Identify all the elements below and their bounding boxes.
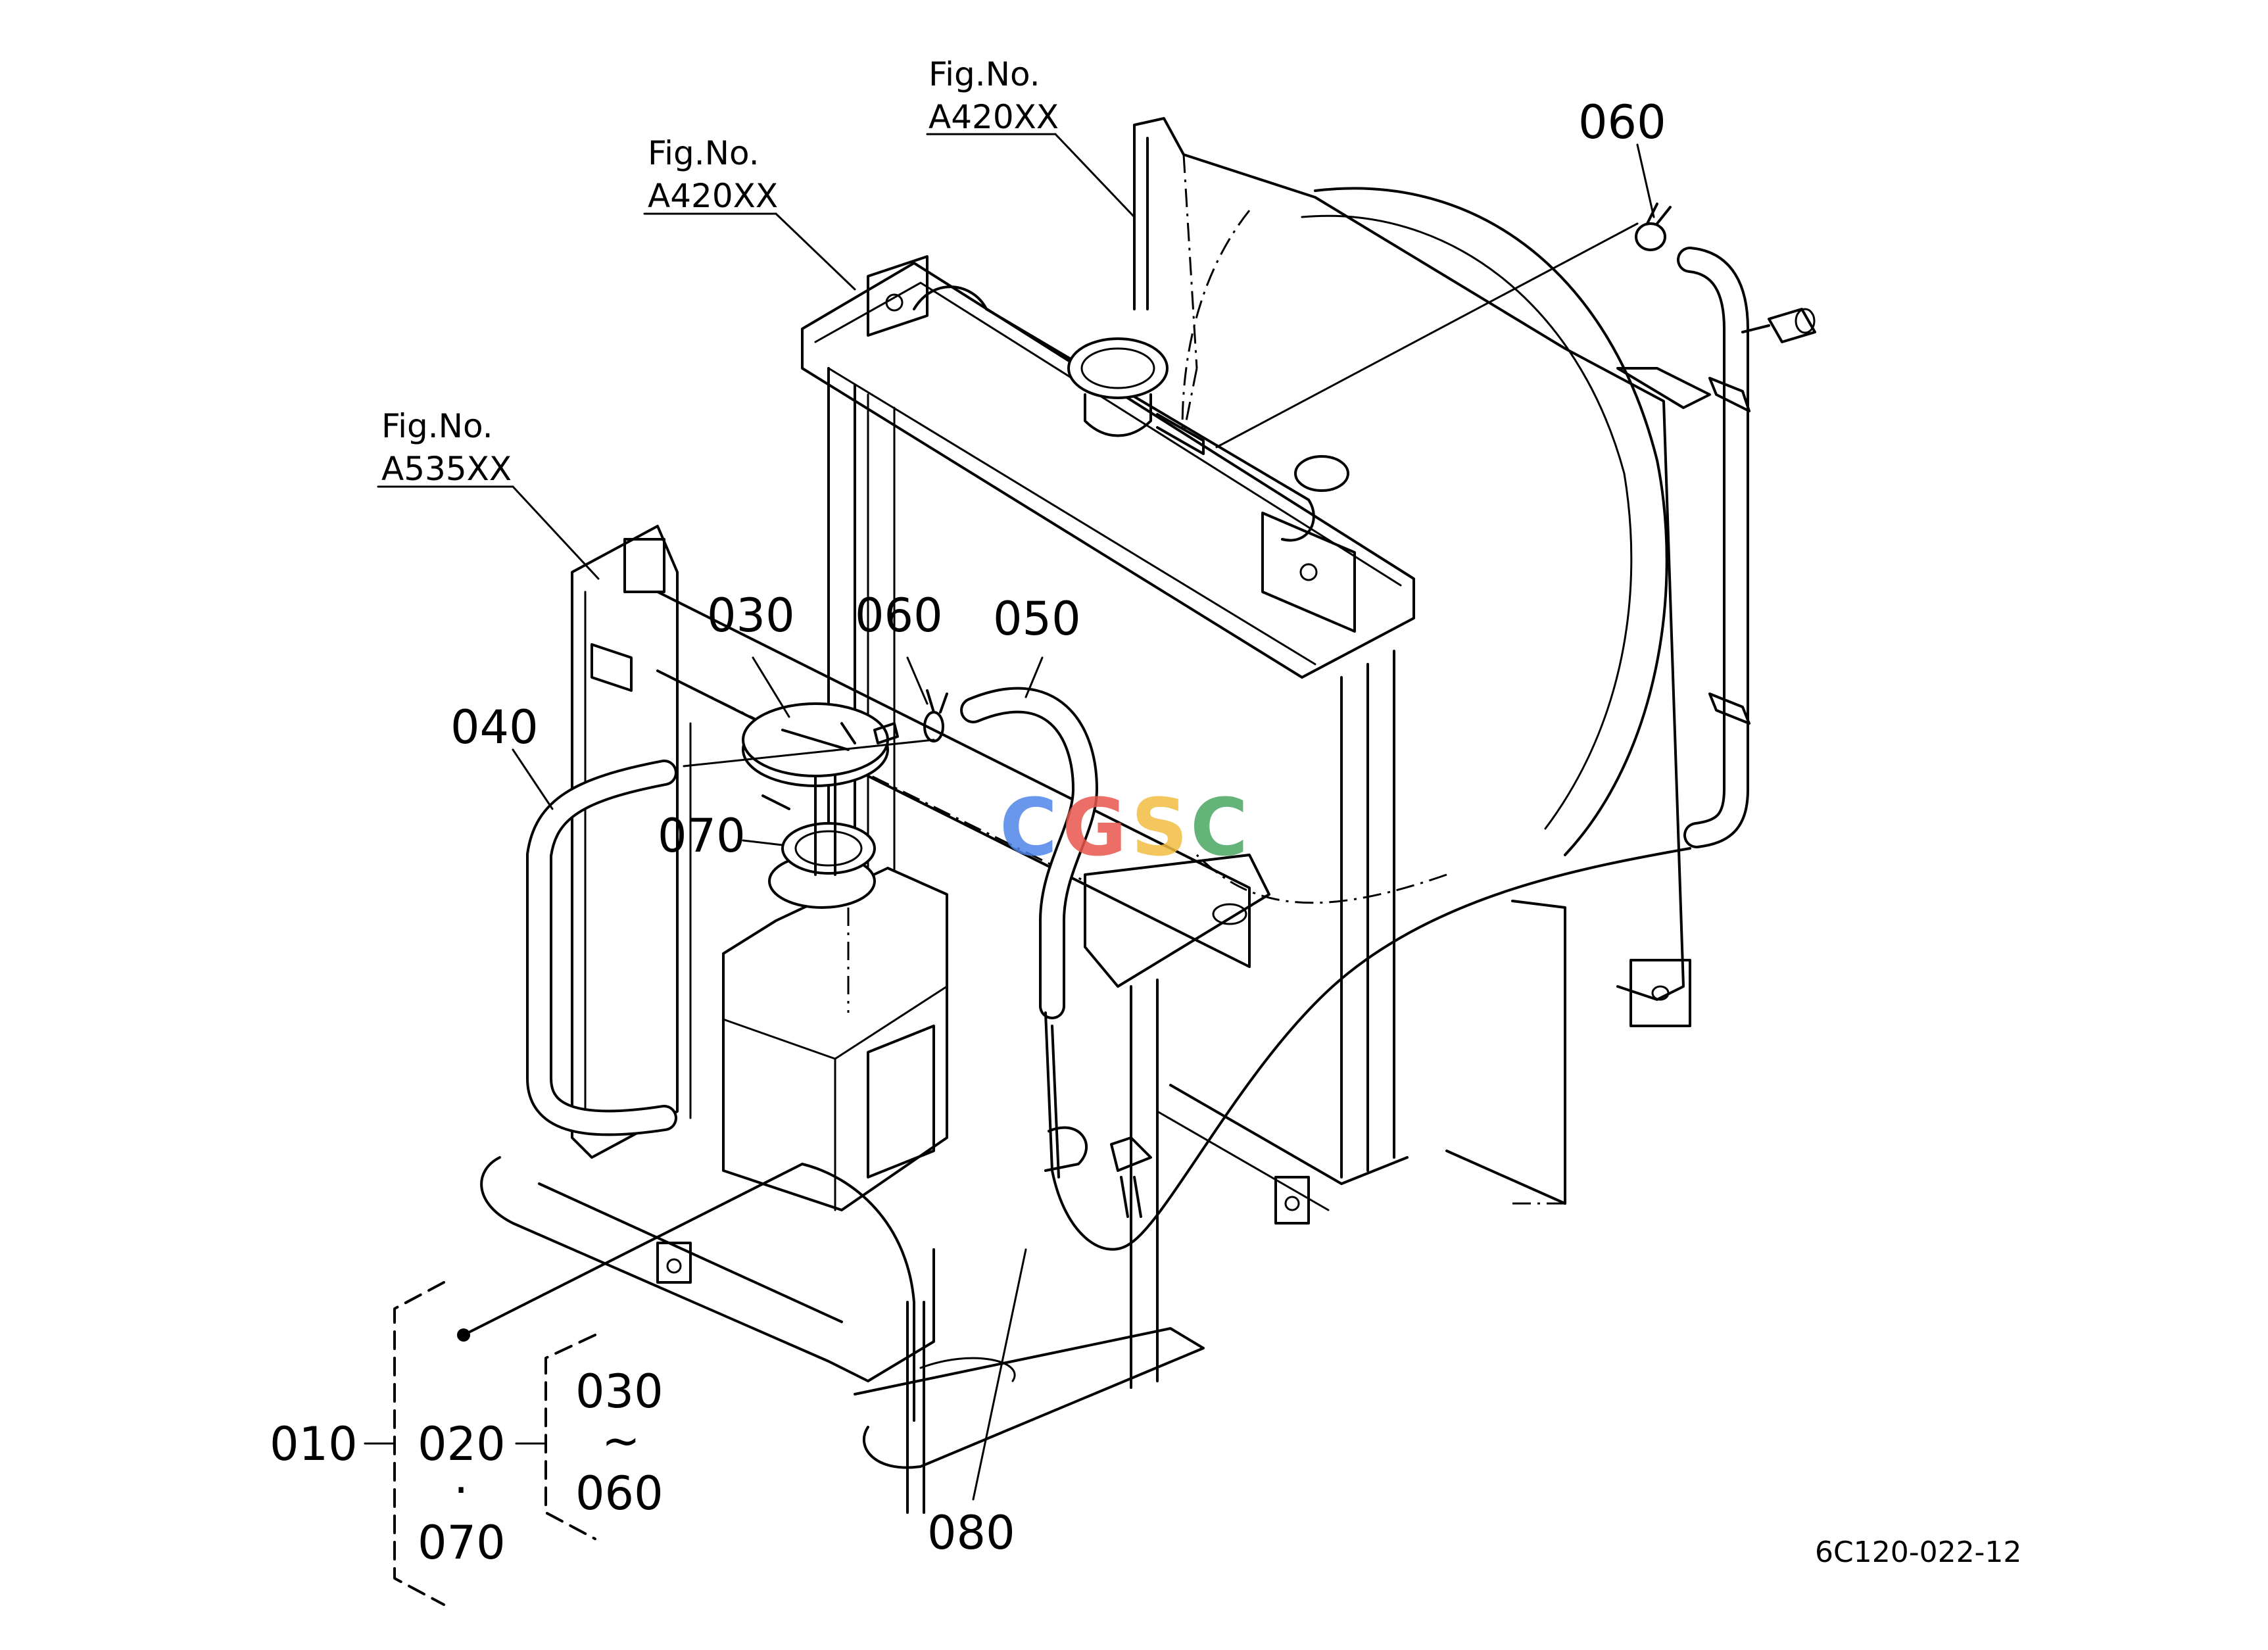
callout-040: 040 — [450, 700, 539, 754]
watermark-letter: C — [1000, 783, 1057, 874]
leader-lines — [377, 133, 1655, 1501]
callout-030: 030 — [707, 589, 795, 643]
watermark-letter: C — [1190, 783, 1248, 874]
assembly-bracket — [364, 1281, 596, 1606]
radiator — [801, 255, 1415, 1225]
fig-ref-code: A420XX — [648, 177, 778, 215]
radiator-frame — [480, 525, 1270, 1469]
assembly-070: 070 — [418, 1516, 506, 1570]
fig-ref-code: A420XX — [929, 98, 1059, 136]
callout-050: 050 — [993, 592, 1081, 646]
hose-clamp-060-mid — [923, 689, 948, 742]
watermark-letter: G — [1062, 783, 1127, 874]
assembly-060: 060 — [575, 1467, 664, 1520]
fig-ref-prefix: Fig.No. — [381, 407, 493, 445]
fan-shroud — [1133, 117, 1711, 1205]
callout-070: 070 — [658, 809, 746, 863]
assembly-dot: · — [454, 1463, 468, 1517]
figure-reference-3: Fig.No. A535XX — [381, 407, 512, 488]
hose-fitting-right — [1741, 308, 1816, 343]
figure-reference-2: Fig.No. A420XX — [648, 134, 778, 215]
hose-radiator-overflow — [1677, 247, 1750, 848]
assembly-range: ~ — [602, 1414, 640, 1468]
assembly-030: 030 — [575, 1365, 664, 1419]
fig-ref-prefix: Fig.No. — [648, 134, 760, 172]
figure-reference-1: Fig.No. A420XX — [929, 55, 1059, 136]
overflow-pipe-080 — [801, 847, 1691, 1514]
fig-ref-prefix: Fig.No. — [929, 55, 1040, 93]
fig-ref-code: A535XX — [381, 450, 512, 488]
hose-040 — [526, 760, 677, 1136]
assembly-020: 020 — [418, 1417, 506, 1471]
callout-060-mid: 060 — [855, 589, 943, 643]
watermark: C G S C — [1000, 783, 1248, 874]
callout-080: 080 — [927, 1506, 1015, 1560]
callout-060-top: 060 — [1578, 95, 1666, 149]
watermark-letter: S — [1131, 783, 1188, 874]
assembly-010: 010 — [270, 1417, 358, 1471]
hose-050 — [960, 687, 1098, 1019]
drawing-code: 6C120-022-12 — [1815, 1536, 2021, 1569]
reserve-tank — [722, 702, 948, 1211]
